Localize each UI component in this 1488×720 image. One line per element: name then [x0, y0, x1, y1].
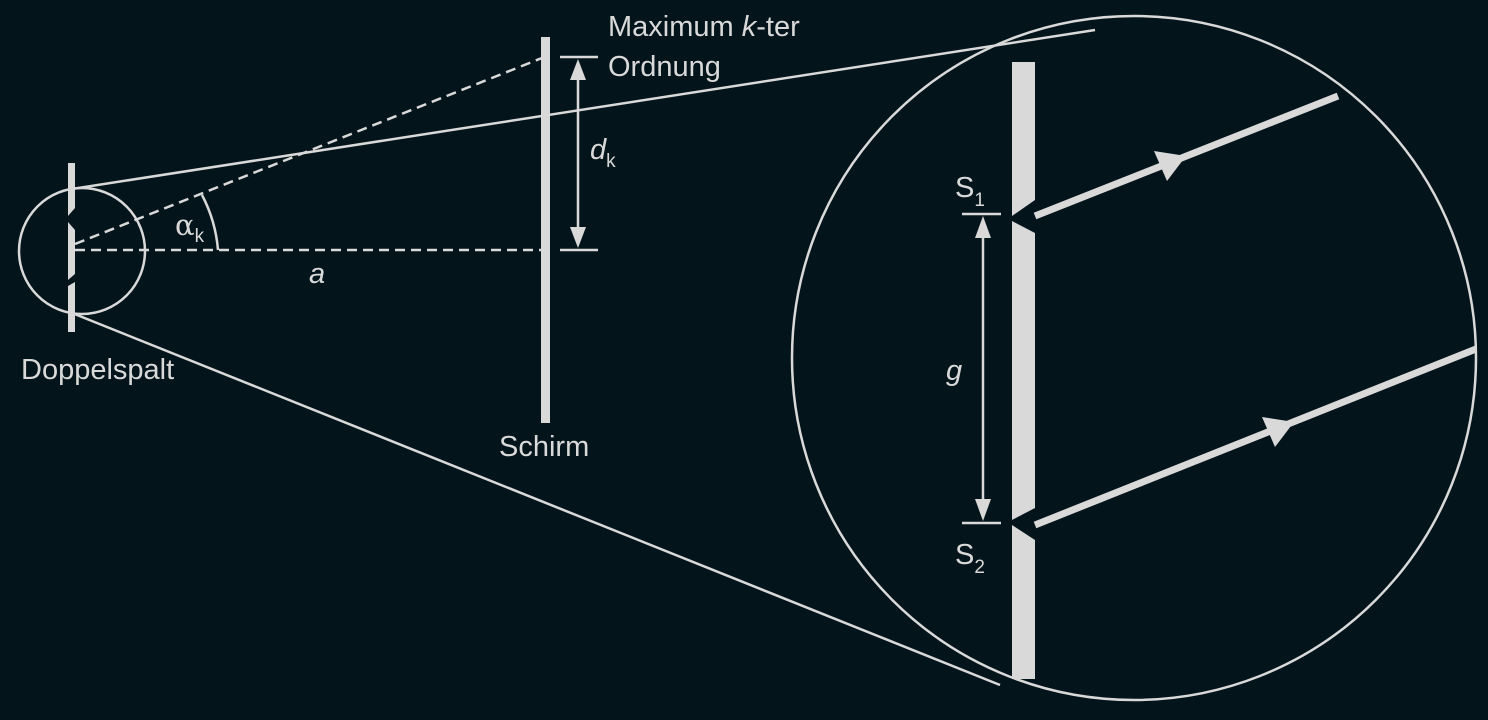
screen: [541, 37, 550, 423]
label-doppelspalt: Doppelspalt: [21, 354, 174, 386]
label-a: a: [309, 258, 325, 290]
label-alpha-k: αk: [175, 208, 205, 247]
double-slit-small: [68, 163, 75, 332]
ray-to-maximum-dashed: [74, 56, 543, 246]
label-s1: S1: [955, 172, 985, 211]
label-maximum: Maximum k-ter: [608, 11, 800, 43]
dk-dimension-arrow: [570, 59, 586, 248]
label-s2: S2: [955, 539, 985, 578]
ray-from-s2: [1033, 345, 1478, 529]
ray-from-s1: [1033, 92, 1340, 220]
label-ordnung: Ordnung: [608, 51, 721, 83]
label-schirm: Schirm: [499, 431, 589, 463]
label-g: g: [946, 355, 962, 387]
g-dimension-arrow: [975, 216, 991, 521]
magnifier-connector-upper: [71, 28, 1096, 191]
magnified-detail-circle: [790, 14, 1478, 702]
double-slit-large: [1012, 62, 1035, 679]
label-dk: dk: [590, 134, 616, 172]
ray-s2-arrowhead: [1262, 417, 1294, 447]
angle-arc-alpha: [200, 194, 220, 251]
magnifier-connector-lower: [71, 311, 1001, 687]
ray-s1-arrowhead: [1154, 151, 1186, 181]
